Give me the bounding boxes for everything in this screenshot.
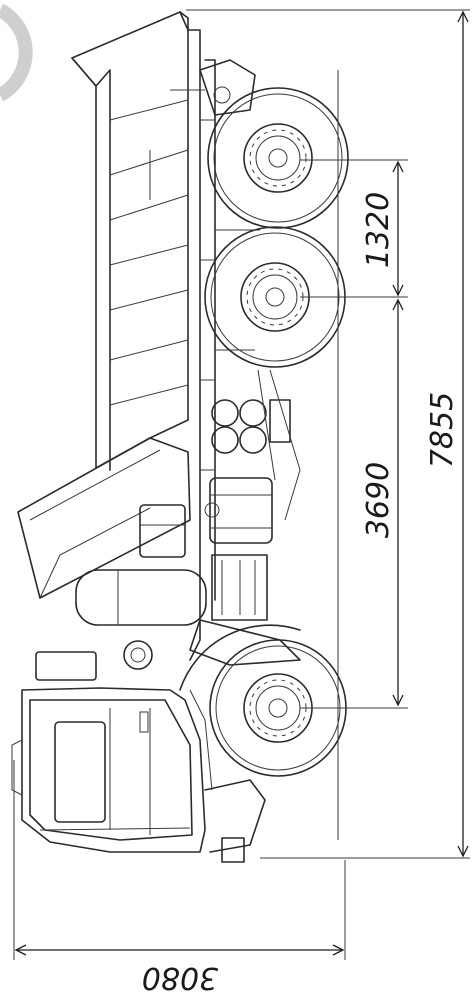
dump-body (17, 11, 191, 599)
dim-label-1320: 1320 (361, 192, 396, 268)
dim-label-3690: 3690 (361, 462, 396, 538)
chassis-components (75, 369, 301, 670)
chassis-frame (170, 29, 260, 661)
front-wheel (179, 624, 347, 777)
dim-label-7855: 7855 (425, 392, 460, 468)
corner-mark-icon (0, 3, 33, 102)
dim-label-3080: 3080 (142, 960, 218, 994)
cab (11, 651, 266, 863)
dimension-lines (13, 9, 470, 960)
rear-wheel-1 (207, 87, 349, 229)
